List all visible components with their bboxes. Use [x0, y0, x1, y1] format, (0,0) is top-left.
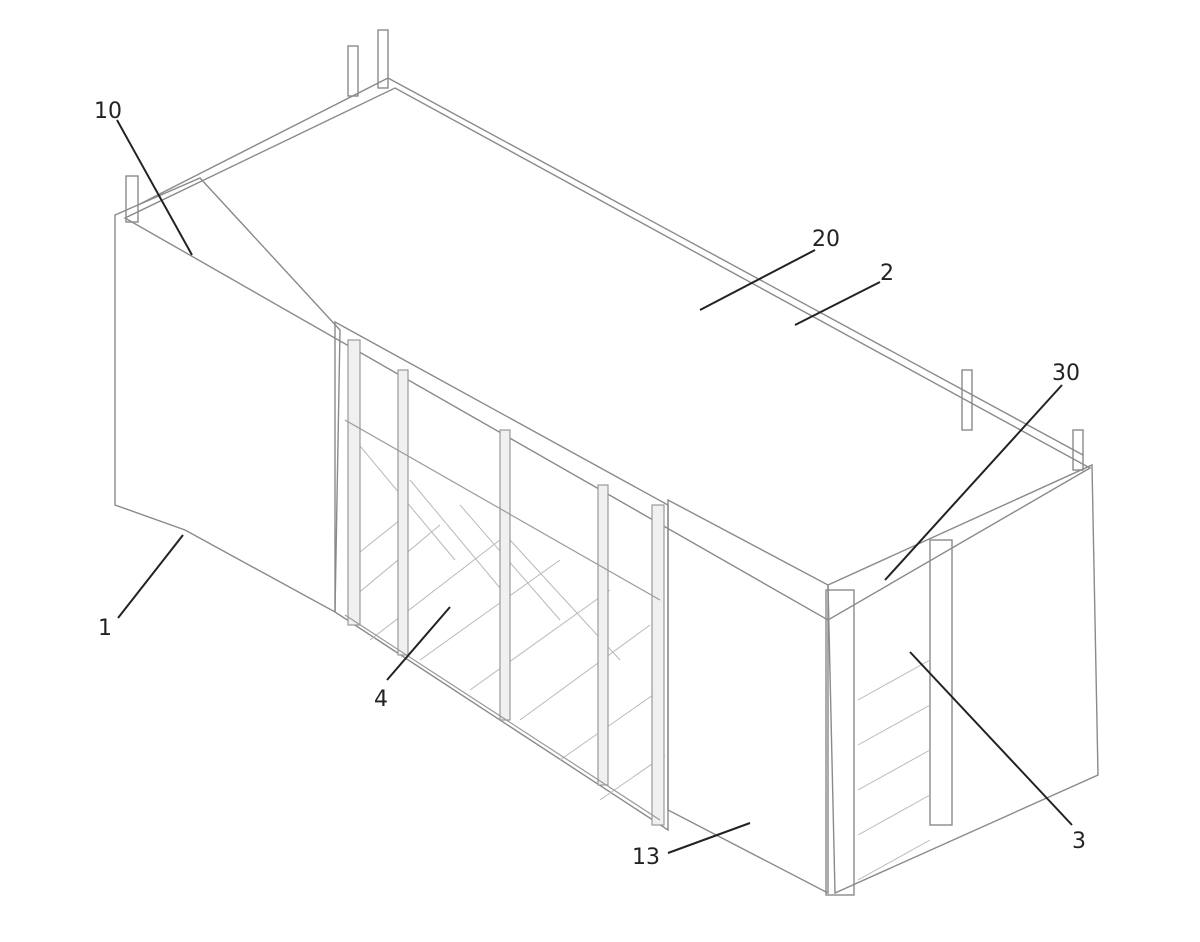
ref-label-4: 4: [374, 687, 388, 712]
top-rail: [126, 30, 1083, 470]
left-end-wall: [115, 178, 340, 612]
right-side-panel: [668, 500, 828, 893]
ref-label-3: 3: [1072, 829, 1086, 854]
right-end-wall: [826, 465, 1098, 895]
ref-label-30: 30: [1052, 361, 1080, 386]
ref-label-13: 13: [632, 845, 660, 870]
ref-label-10: 10: [94, 99, 122, 124]
ref-label-2: 2: [880, 261, 894, 286]
ref-label-20: 20: [812, 227, 840, 252]
middle-side-frame: [335, 322, 668, 830]
ref-label-1: 1: [98, 616, 112, 641]
